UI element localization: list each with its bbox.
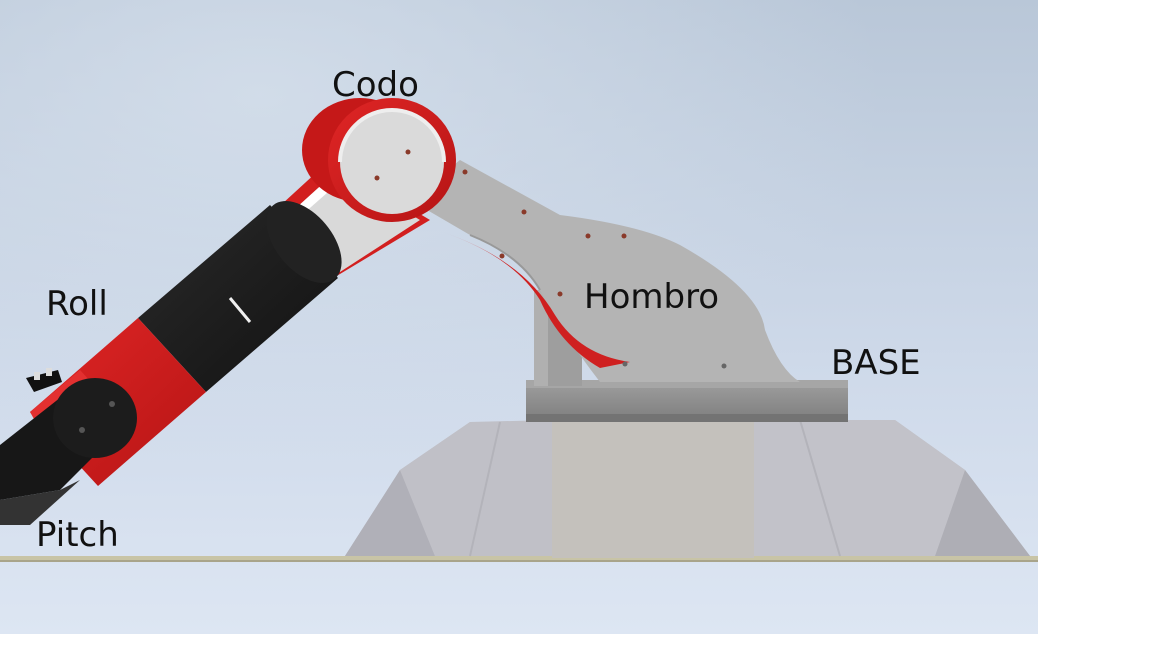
turret-disk (526, 380, 848, 422)
pitch-joint (0, 368, 137, 525)
label-base: BASE (831, 343, 921, 383)
label-codo: Codo (332, 65, 419, 105)
label-roll: Roll (46, 284, 108, 324)
label-hombro: Hombro (584, 277, 720, 317)
robot-arm-render (0, 0, 1038, 634)
cad-viewport[interactable]: Codo Roll Hombro BASE Pitch (0, 0, 1038, 634)
roll-cylinder (138, 201, 342, 392)
elbow-joint (302, 98, 456, 222)
label-pitch: Pitch (36, 515, 119, 555)
base-pedestal (345, 419, 1030, 558)
floor-line (0, 556, 1038, 560)
upper-arm (410, 160, 800, 382)
